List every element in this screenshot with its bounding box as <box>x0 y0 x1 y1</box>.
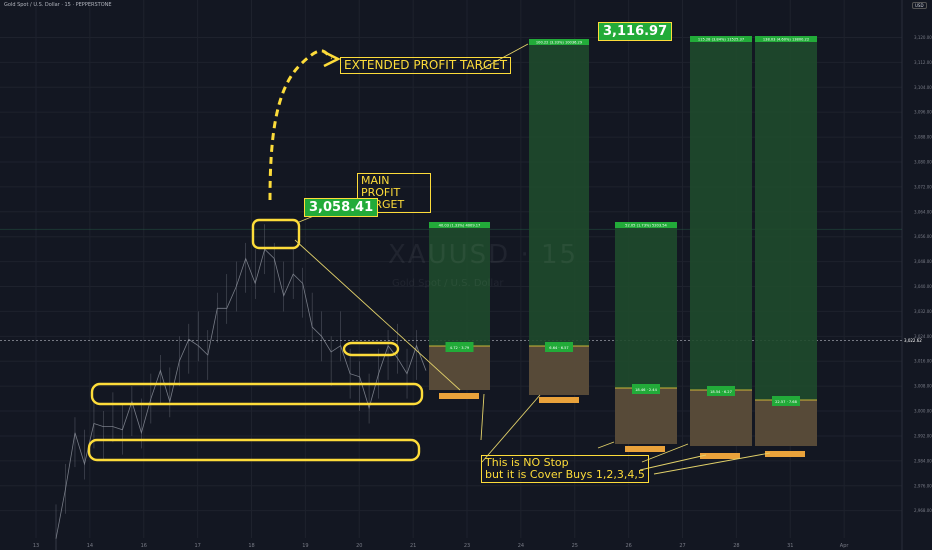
profit-zone <box>429 228 490 346</box>
y-tick-label: 2,984.00 <box>914 458 932 463</box>
symbol-watermark-sub: Gold Spot / U.S. Dollar <box>392 278 504 289</box>
dashed-curve-arrow <box>268 49 333 201</box>
profit-zone <box>755 42 817 400</box>
main-profit-line1: MAIN PROFIT <box>361 174 401 200</box>
position-top-label: 100.22 (3.33%) 10036.29 <box>536 40 583 44</box>
x-tick-label: 27 <box>679 543 685 549</box>
y-tick-label: 3,048.00 <box>914 259 932 264</box>
y-tick-label: 3,032.00 <box>914 309 932 314</box>
y-tick-label: 3,080.00 <box>914 159 932 164</box>
position-mid-label: 18.54 · 6.27 <box>710 390 732 394</box>
symbol-watermark: XAUUSD · 15 <box>388 240 579 270</box>
position-top-badge <box>690 36 752 42</box>
profit-zone <box>690 42 752 390</box>
y-tick-label: 3,040.00 <box>914 284 932 289</box>
y-tick-label: 3,000.00 <box>914 409 932 414</box>
position-bottom-badge <box>539 397 579 403</box>
position-mid-label: 4.72 · 3.79 <box>450 346 470 350</box>
x-tick-label: 20 <box>356 543 362 549</box>
y-tick-label: 2,968.00 <box>914 508 932 513</box>
position-top-label: 40.03 (1.33%) 4009.17 <box>439 223 481 227</box>
arrow-head <box>323 50 341 68</box>
position-bottom-badge <box>625 446 665 452</box>
position-mid-badge <box>632 384 660 394</box>
connector-line <box>639 454 707 471</box>
price-series <box>55 248 427 539</box>
position-bottom-badge <box>439 393 479 399</box>
y-tick-label: 3,088.00 <box>914 135 932 140</box>
main-target-price: 3,058.41 <box>304 198 379 217</box>
y-tick-label: 3,064.00 <box>914 209 932 214</box>
extended-profit-target-label: EXTENDED PROFIT TARGET <box>340 57 512 75</box>
x-tick-label: 21 <box>410 543 416 549</box>
extended-target-price: 3,116.97 <box>598 22 673 41</box>
x-tick-label: 18 <box>248 543 254 549</box>
x-tick-label: 17 <box>194 543 200 549</box>
cover-line2: but it is Cover Buys 1,2,3,4,5 <box>485 468 645 482</box>
position-top-badge <box>615 222 677 228</box>
y-tick-label: 3,024.00 <box>914 334 932 339</box>
cover-buys-note: This is NO Stop but it is Cover Buys 1,2… <box>481 455 649 484</box>
x-tick-label: 14 <box>87 543 93 549</box>
cover-line1: This is NO Stop <box>485 456 569 469</box>
position-top-badge <box>529 39 589 45</box>
position-mid-badge <box>772 396 800 406</box>
x-tick-label: 13 <box>33 543 39 549</box>
risk-zone <box>755 400 817 446</box>
profit-zone <box>615 228 677 388</box>
position-top-label: 115.28 (3.84%) 11525.37 <box>698 37 744 41</box>
position-top-badge <box>755 36 817 42</box>
x-tick-label: Apr <box>840 543 850 549</box>
x-tick-label: 19 <box>302 543 308 549</box>
y-tick-label: 3,112.00 <box>914 60 932 65</box>
position-mid-label: 18.46 · 2.44 <box>635 388 657 392</box>
position-top-label: 138.03 (4.60%) 13800.22 <box>763 37 809 41</box>
connector-line <box>294 239 461 391</box>
current-price-label: 3,022.62 <box>904 338 922 343</box>
connector-line <box>481 394 541 463</box>
x-tick-label: 16 <box>141 543 147 549</box>
x-tick-label: 28 <box>733 543 739 549</box>
x-tick-label: 31 <box>787 543 793 549</box>
x-tick-label: 26 <box>625 543 631 549</box>
main-profit-target-label: MAIN PROFIT TARGET <box>357 173 431 214</box>
risk-zone <box>429 346 490 390</box>
y-tick-label: 3,008.00 <box>914 384 932 389</box>
connector-line <box>597 441 615 449</box>
highlight-oval <box>87 438 421 462</box>
risk-zone <box>529 346 589 395</box>
position-mid-badge <box>707 386 735 396</box>
highlight-oval <box>342 341 400 357</box>
y-tick-label: 3,016.00 <box>914 359 932 364</box>
y-tick-label: 3,104.00 <box>914 85 932 90</box>
x-tick-label: 24 <box>518 543 524 549</box>
position-mid-label: 22.57 · 7.68 <box>775 400 797 404</box>
position-mid-badge <box>445 342 474 352</box>
connector-line <box>480 393 485 441</box>
currency-badge[interactable]: USD <box>912 2 927 9</box>
connector-line <box>653 452 771 475</box>
position-mid-label: 6.64 · 6.57 <box>549 346 568 350</box>
highlight-oval <box>251 218 301 250</box>
profit-zone <box>529 45 589 346</box>
y-tick-label: 2,992.00 <box>914 433 932 438</box>
highlight-oval <box>90 382 424 406</box>
x-tick-label: 25 <box>572 543 578 549</box>
y-tick-label: 3,072.00 <box>914 184 932 189</box>
risk-zone <box>690 390 752 446</box>
position-mid-badge <box>545 342 573 352</box>
symbol-header: Gold Spot / U.S. Dollar · 15 · PEPPERSTO… <box>4 2 112 8</box>
x-tick-label: 23 <box>464 543 470 549</box>
connector-line <box>641 443 689 463</box>
position-top-label: 52.05 (1.73%) 5203.54 <box>625 223 667 227</box>
position-bottom-badge <box>700 453 740 459</box>
position-top-badge <box>429 222 490 228</box>
y-tick-label: 3,120.00 <box>914 35 932 40</box>
position-bottom-badge <box>765 451 805 457</box>
y-tick-label: 3,096.00 <box>914 110 932 115</box>
y-tick-label: 3,056.00 <box>914 234 932 239</box>
y-tick-label: 2,976.00 <box>914 483 932 488</box>
risk-zone <box>615 388 677 444</box>
